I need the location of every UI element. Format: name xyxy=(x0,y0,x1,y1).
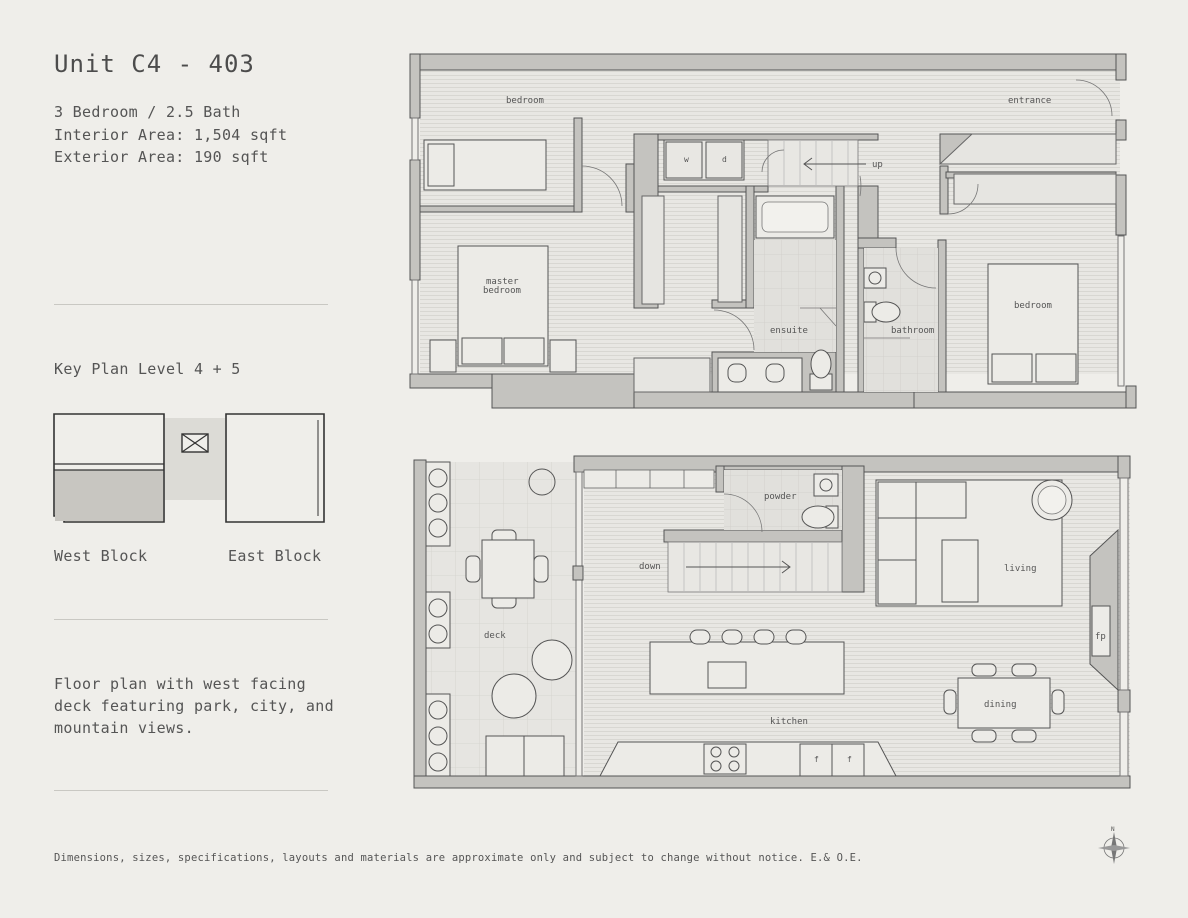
east-block-label: East Block xyxy=(228,547,322,565)
deck-side-table xyxy=(491,673,537,719)
compass-north-label: N xyxy=(1111,826,1115,833)
deck-area xyxy=(426,462,576,776)
washer-label: w xyxy=(684,155,689,164)
powder-label: powder xyxy=(764,492,797,502)
deck-label: deck xyxy=(484,631,506,641)
kitchen-label: kitchen xyxy=(770,717,808,727)
key-plan-title: Key Plan Level 4 + 5 xyxy=(54,360,241,378)
entrance-label: entrance xyxy=(1008,96,1051,106)
fridge-label: f xyxy=(814,755,819,764)
bathroom-label: bathroom xyxy=(891,326,934,336)
dryer-label: d xyxy=(722,155,727,164)
key-plan-connector xyxy=(165,418,225,500)
divider xyxy=(54,619,328,620)
fridge-label: f xyxy=(847,755,852,764)
down-label: down xyxy=(639,562,661,572)
elevator-icon xyxy=(181,433,209,453)
up-label: up xyxy=(872,160,883,170)
plant-icon xyxy=(428,468,556,772)
deck-table xyxy=(481,539,535,599)
ensuite-label: ensuite xyxy=(770,326,808,336)
key-plan-east-block xyxy=(225,413,325,523)
divider xyxy=(54,790,328,791)
master-bedroom-label-2: bedroom xyxy=(483,286,521,296)
bedroom-label: bedroom xyxy=(1014,301,1052,311)
dining-table xyxy=(943,663,1065,743)
living-label: living xyxy=(1004,564,1037,574)
kitchen-counter xyxy=(599,741,897,777)
upper-floor-plan: w d up xyxy=(409,53,1137,409)
fp-label: fp xyxy=(1095,632,1106,642)
stairs-up xyxy=(767,139,866,187)
compass-icon: N xyxy=(1098,826,1130,864)
lower-floor-plan: down powder fp living xyxy=(413,455,1131,789)
plan-description: Floor plan with west facing deck featuri… xyxy=(54,675,334,737)
divider xyxy=(54,304,328,305)
stairs-down xyxy=(667,541,843,593)
master-bedroom-label: master xyxy=(486,277,519,287)
key-plan-unit-highlight xyxy=(55,470,163,521)
west-block-label: West Block xyxy=(54,547,148,565)
unit-title: Unit C4 - 403 xyxy=(54,50,255,78)
deck-sofa xyxy=(485,735,565,777)
interior-area-spec: Interior Area: 1,504 sqft xyxy=(54,126,288,144)
bed-bath-spec: 3 Bedroom / 2.5 Bath xyxy=(54,103,241,121)
sectional-sofa xyxy=(875,479,1063,607)
exterior-area-spec: Exterior Area: 190 sqft xyxy=(54,148,269,166)
kitchen-island xyxy=(649,641,845,695)
key-plan xyxy=(53,413,325,523)
disclaimer: Dimensions, sizes, specifications, layou… xyxy=(54,852,863,864)
dining-label: dining xyxy=(984,700,1017,710)
bedroom-label: bedroom xyxy=(506,96,544,106)
